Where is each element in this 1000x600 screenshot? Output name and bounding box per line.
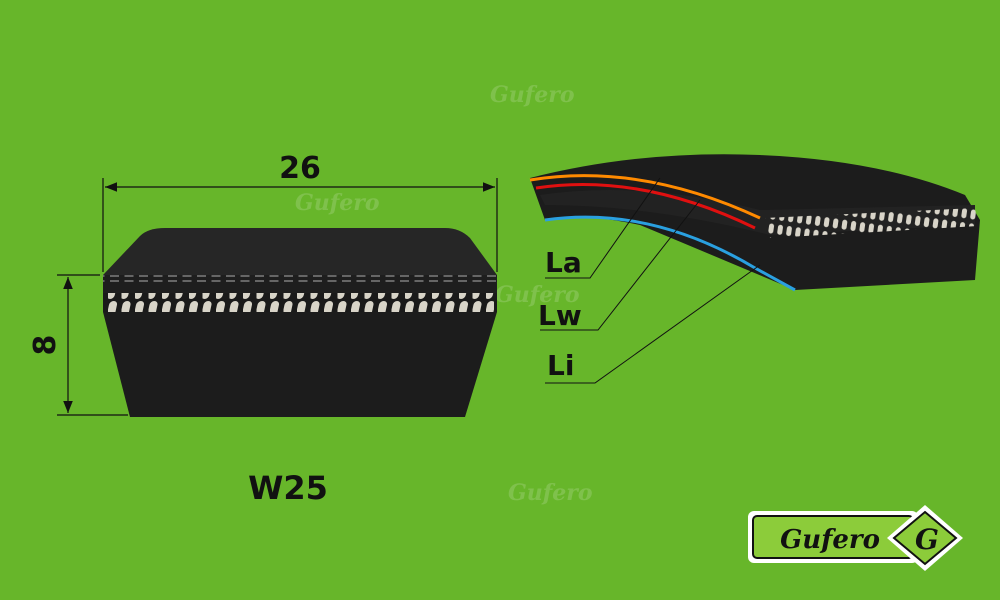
outer-length-line [529,174,761,220]
height-dimension [57,274,128,416]
pitch-length-line [535,183,756,230]
label-la: La [545,246,582,279]
label-lw: Lw [538,299,582,332]
watermark-text: Gufero [490,82,575,108]
gufero-logo: Gufero G [748,505,963,571]
belt-cross-section [103,228,497,417]
belt-curved-view [529,154,980,292]
inner-length-line [544,215,796,292]
logo-brand-text: Gufero [780,525,880,555]
width-label: 26 [279,151,321,186]
label-li: Li [547,349,574,382]
watermark-text: Gufero [295,190,380,216]
leader-lines [540,177,761,384]
height-label: 8 [28,335,63,356]
watermark-text: Gufero [495,282,580,308]
width-dimension [102,178,498,272]
logo-mark: G [915,523,939,556]
profile-label: W25 [248,469,328,507]
watermark-text: Gufero [508,480,593,506]
